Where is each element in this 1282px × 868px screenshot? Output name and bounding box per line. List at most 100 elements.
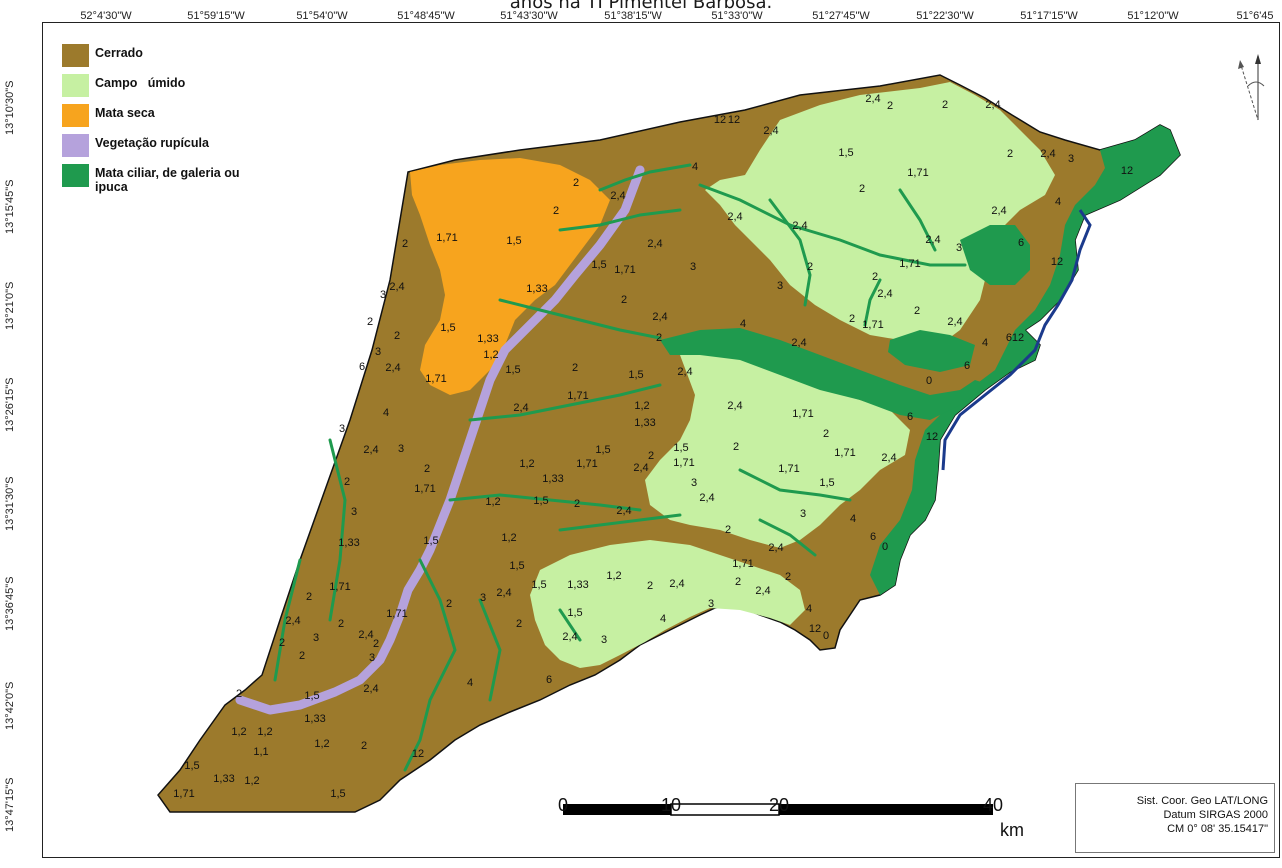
legend-item-cerrado: Cerrado xyxy=(62,44,292,67)
map-value-label: 2 xyxy=(872,271,878,283)
map-value-label: 1,71 xyxy=(614,264,635,276)
map-value-label: 2,4 xyxy=(877,288,892,300)
map-value-label: 2,4 xyxy=(755,585,770,597)
map-value-label: 2,4 xyxy=(385,362,400,374)
map-value-label: 3 xyxy=(313,632,319,644)
map-value-label: 1,2 xyxy=(231,726,246,738)
map-value-label: 3 xyxy=(339,423,345,435)
map-value-label: 2,4 xyxy=(389,281,404,293)
map-value-label: 4 xyxy=(740,318,746,330)
map-value-label: 1,33 xyxy=(567,579,588,591)
lon-tick: 51°27'45"W xyxy=(812,10,870,22)
map-value-label: 12 xyxy=(926,431,938,443)
map-value-label: 1,5 xyxy=(423,535,438,547)
map-value-label: 1,5 xyxy=(330,788,345,800)
map-value-label: 2,4 xyxy=(677,366,692,378)
map-value-label: 1,33 xyxy=(213,773,234,785)
map-value-label: 2 xyxy=(236,688,242,700)
map-value-label: 1,33 xyxy=(634,417,655,429)
map-value-label: 1,71 xyxy=(907,167,928,179)
lat-tick: 13°31'30"S xyxy=(4,476,16,531)
scale-label: 40 xyxy=(982,795,1004,815)
map-value-label: 2 xyxy=(725,524,731,536)
map-value-label: 2 xyxy=(367,316,373,328)
map-value-label: 1,2 xyxy=(485,496,500,508)
map-value-label: 12 xyxy=(1051,256,1063,268)
map-value-label: 2,4 xyxy=(763,125,778,137)
map-value-label: 12 xyxy=(809,623,821,635)
map-value-label: 2 xyxy=(621,294,627,306)
map-value-label: 2,4 xyxy=(985,99,1000,111)
legend-label: Mata seca xyxy=(95,106,155,120)
map-value-label: 2 xyxy=(887,100,893,112)
map-value-label: 6 xyxy=(359,361,365,373)
legend-item-vegetacao-rupicula: Vegetação rupícula xyxy=(62,134,292,157)
map-value-label: 1,71 xyxy=(673,457,694,469)
map-value-label: 1,2 xyxy=(483,349,498,361)
map-drainage-network xyxy=(273,163,967,772)
lat-tick: 13°15'45"S xyxy=(4,179,16,234)
map-value-label: 1,71 xyxy=(778,463,799,475)
map-value-label: 2 xyxy=(942,99,948,111)
map-value-label: 2 xyxy=(373,638,379,650)
map-value-label: 1,2 xyxy=(519,458,534,470)
lon-tick: 51°48'45"W xyxy=(397,10,455,22)
map-value-label: 3 xyxy=(351,506,357,518)
map-value-label: 2 xyxy=(572,362,578,374)
map-campo-umido-ne xyxy=(705,82,1055,345)
map-value-label: 3 xyxy=(691,477,697,489)
legend-swatch xyxy=(62,104,89,127)
map-value-label: 2,4 xyxy=(947,316,962,328)
map-value-label: 1,5 xyxy=(567,607,582,619)
map-value-label: 2,4 xyxy=(768,542,783,554)
map-value-label: 1,5 xyxy=(505,364,520,376)
map-value-label: 1,33 xyxy=(477,333,498,345)
map-mata-ciliar-patch xyxy=(888,330,975,372)
scale-bar xyxy=(563,803,993,816)
map-value-label: 2 xyxy=(735,576,741,588)
map-vegetacao-rupicula xyxy=(235,165,645,715)
map-value-label: 2 xyxy=(446,598,452,610)
map-value-label: 2 xyxy=(849,313,855,325)
map-value-label: 12 xyxy=(728,114,740,126)
map-value-label: 2,4 xyxy=(496,587,511,599)
lat-tick: 13°10'30"S xyxy=(4,80,16,135)
coordinate-system-box: Sist. Coor. Geo LAT/LONG Datum SIRGAS 20… xyxy=(1075,783,1275,853)
map-value-label: 4 xyxy=(850,513,856,525)
map-value-label: 1,71 xyxy=(414,483,435,495)
map-value-label: 2,4 xyxy=(699,492,714,504)
map-value-label: 612 xyxy=(1006,332,1024,344)
map-value-label: 2,4 xyxy=(285,615,300,627)
map-value-label: 0 xyxy=(882,541,888,553)
scale-label: 20 xyxy=(768,795,790,815)
map-value-label: 1,2 xyxy=(501,532,516,544)
legend-swatch xyxy=(62,164,89,187)
map-value-label: 4 xyxy=(383,407,389,419)
map-mata-ciliar-river xyxy=(660,328,990,420)
map-value-label: 2,4 xyxy=(1040,148,1055,160)
map-value-label: 1,5 xyxy=(506,235,521,247)
map-value-label: 2 xyxy=(573,177,579,189)
map-value-label: 2 xyxy=(807,261,813,273)
map-value-label: 1,71 xyxy=(567,390,588,402)
crs-line: Datum SIRGAS 2000 xyxy=(1163,809,1268,821)
map-value-label: 2 xyxy=(647,580,653,592)
map-value-label: 1,71 xyxy=(425,373,446,385)
map-value-label: 1,71 xyxy=(436,232,457,244)
map-value-label: 1,71 xyxy=(329,581,350,593)
map-value-label: 2,4 xyxy=(610,190,625,202)
map-value-label: 3 xyxy=(690,261,696,273)
map-value-label: 2 xyxy=(823,428,829,440)
lat-tick: 13°42'0"S xyxy=(4,681,16,730)
map-value-label: 0 xyxy=(823,630,829,642)
map-campo-umido-south xyxy=(530,540,805,668)
map-value-label: 6 xyxy=(546,674,552,686)
legend-item-mata-ciliar: Mata ciliar, de galeria ou ipuca xyxy=(62,164,292,194)
map-value-label: 1,71 xyxy=(732,558,753,570)
map-value-label: 2,4 xyxy=(727,211,742,223)
map-value-label: 4 xyxy=(982,337,988,349)
map-value-label: 3 xyxy=(601,634,607,646)
legend-label: Vegetação rupícula xyxy=(95,136,209,150)
map-value-label: 1,71 xyxy=(899,258,920,270)
map-value-label: 1,71 xyxy=(834,447,855,459)
